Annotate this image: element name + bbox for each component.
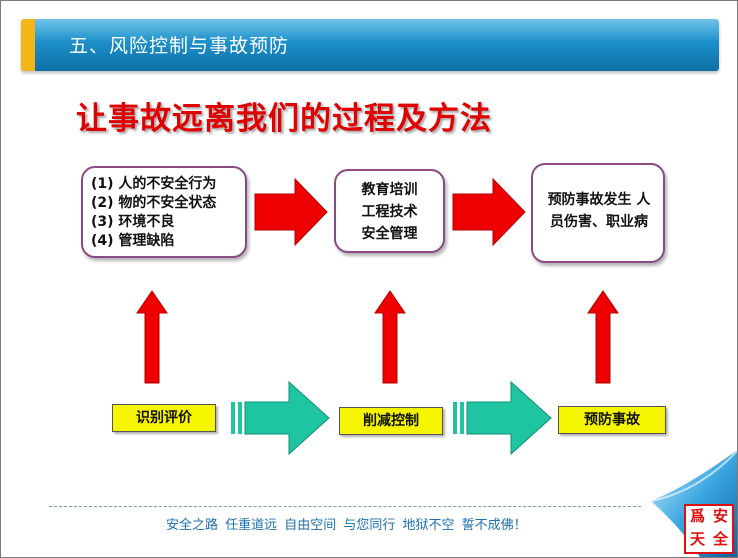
step-identify-box: 识别评价 [112, 404, 216, 432]
header-banner: 五、风险控制与事故预防 [21, 19, 719, 71]
results-text: 预防事故发生 人员伤害、职业病 [547, 192, 651, 230]
stamp-char: 安 [712, 507, 728, 525]
results-box: 预防事故发生 人员伤害、职业病 [531, 163, 665, 263]
footer-slogan: 安全之路 任重道远 自由空间 与您同行 地狱不空 誓不成佛！ [166, 518, 527, 533]
step-reduce-box: 削减控制 [339, 407, 443, 435]
measure-item: 安全管理 [361, 226, 418, 242]
header-accent-bar [21, 19, 35, 71]
teal-right-arrow-2 [453, 380, 552, 456]
cause-item: (2) 物的不安全状态 [91, 195, 217, 211]
cause-item: (3) 环境不良 [91, 214, 175, 230]
cause-item: (1) 人的不安全行为 [91, 176, 217, 192]
red-up-arrow-3 [587, 290, 619, 384]
red-right-arrow-1 [254, 177, 328, 247]
main-title: 让事故远离我们的过程及方法 [76, 101, 492, 137]
measures-box: 教育培训 工程技术 安全管理 [334, 169, 445, 253]
measure-item: 工程技术 [361, 204, 418, 220]
stamp-char: 爲 [689, 507, 705, 525]
measures-list: 教育培训 工程技术 安全管理 [336, 171, 443, 245]
red-right-arrow-2 [452, 177, 526, 247]
teal-right-arrow-1 [231, 380, 330, 456]
footer-divider [49, 506, 641, 507]
seal-stamp: 爲 安 天 全 [684, 504, 734, 554]
stamp-char: 天 [689, 530, 705, 548]
stamp-char: 全 [712, 530, 728, 548]
measure-item: 教育培训 [361, 182, 418, 198]
causes-box: (1) 人的不安全行为 (2) 物的不安全状态 (3) 环境不良 (4) 管理缺… [81, 166, 247, 258]
red-up-arrow-1 [136, 290, 168, 384]
causes-list: (1) 人的不安全行为 (2) 物的不安全状态 (3) 环境不良 (4) 管理缺… [83, 168, 245, 251]
cause-item: (4) 管理缺陷 [91, 233, 175, 249]
section-title: 五、风险控制与事故预防 [69, 35, 290, 57]
red-up-arrow-2 [374, 290, 406, 384]
step-prevent-box: 预防事故 [558, 406, 666, 434]
